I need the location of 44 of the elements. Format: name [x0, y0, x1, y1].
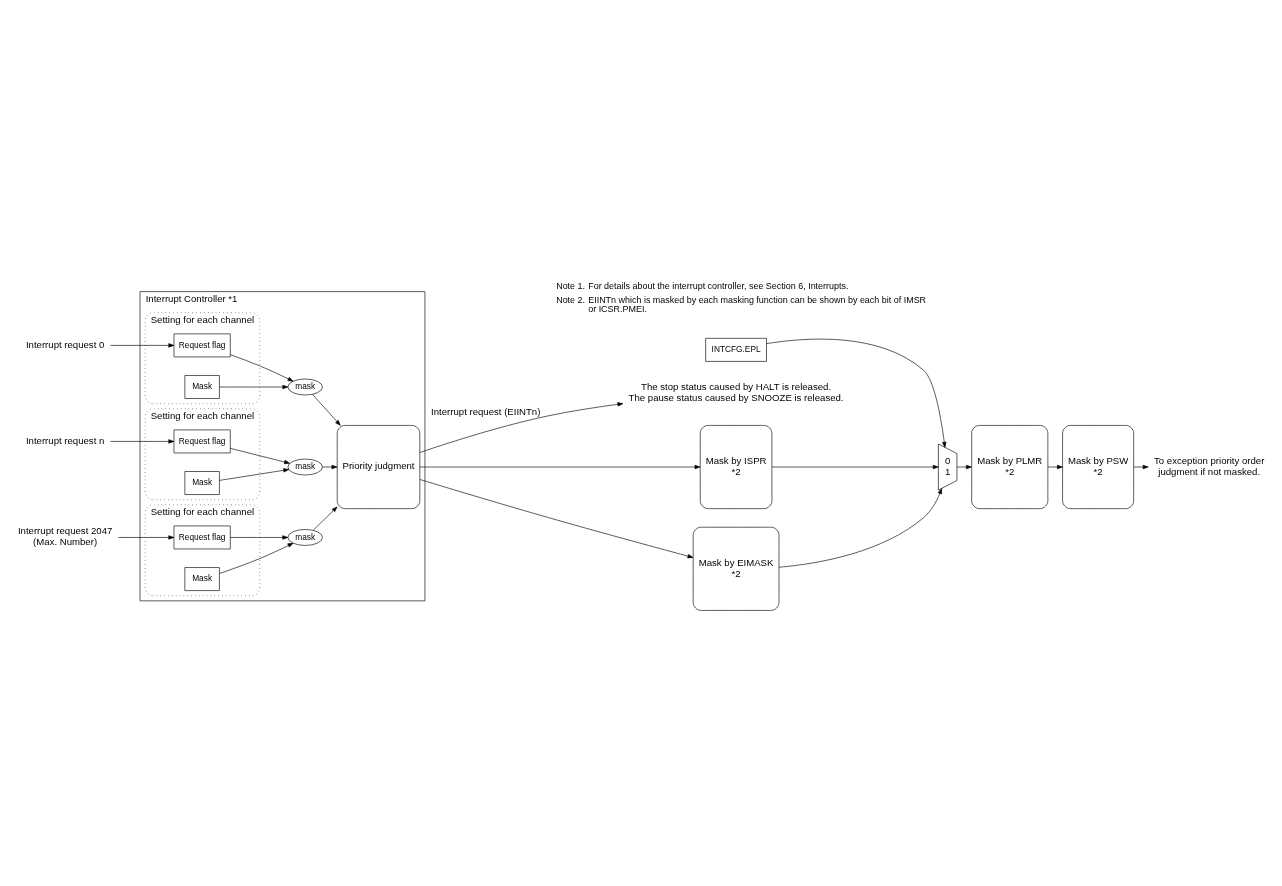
label: Note 2. [556, 294, 586, 305]
arrow [771, 464, 939, 469]
node-text: The stop status caused by HALT is released. The pause status caused by SNOOZE is released. [628, 380, 844, 403]
arrow [110, 438, 175, 444]
arrow [766, 338, 947, 448]
label: For details about the interrupt controller, see Section 6, Interrupts. [588, 280, 849, 291]
arrow [778, 487, 942, 568]
arrow [230, 534, 289, 540]
node-box: Request flag [173, 429, 231, 453]
node-text: Interrupt request n [25, 434, 105, 446]
arrow [110, 342, 175, 347]
node-box: Mask by PSW *2 [1062, 424, 1134, 509]
label: EIINTn which is masked by each masking function can be shown by each bit of IMSR or ICSR.PMEI. [588, 294, 927, 314]
arrow [118, 534, 175, 540]
arrow [419, 401, 624, 453]
node-box: Mask [184, 566, 220, 591]
node-text: Interrupt request 0 [25, 338, 105, 350]
node-ellipse: mask [287, 458, 323, 475]
arrow [956, 464, 972, 469]
node-box: Mask [184, 470, 220, 495]
node-box: Request flag [173, 525, 231, 549]
edge-label: Interrupt request (EIINTn) [431, 405, 541, 417]
node-box: Mask [184, 374, 220, 399]
arrow [312, 393, 341, 426]
node-box: INTCFG.EPL [705, 337, 767, 362]
arrow [230, 353, 294, 382]
node-box: Mask by EIMASK *2 [692, 526, 780, 611]
label: Note 1. [556, 280, 586, 291]
arrow [1047, 464, 1063, 469]
node-text: To exception priority order judgment if not masked. [1154, 454, 1265, 477]
arrow [312, 506, 338, 530]
arrow [1133, 464, 1149, 469]
arrow [230, 447, 290, 464]
node-box: Request flag [173, 333, 231, 357]
node-box: Priority judgment [336, 424, 421, 509]
node-box: Mask by ISPR *2 [699, 424, 773, 509]
arrow [419, 464, 701, 469]
node-box: Mask by PLMR *2 [971, 424, 1049, 509]
arrow [219, 467, 290, 481]
arrow [419, 478, 694, 558]
arrow [219, 542, 294, 574]
node-text: Interrupt request 2047 (Max. Number) [17, 524, 113, 547]
arrow [219, 384, 289, 389]
arrow [322, 464, 338, 469]
